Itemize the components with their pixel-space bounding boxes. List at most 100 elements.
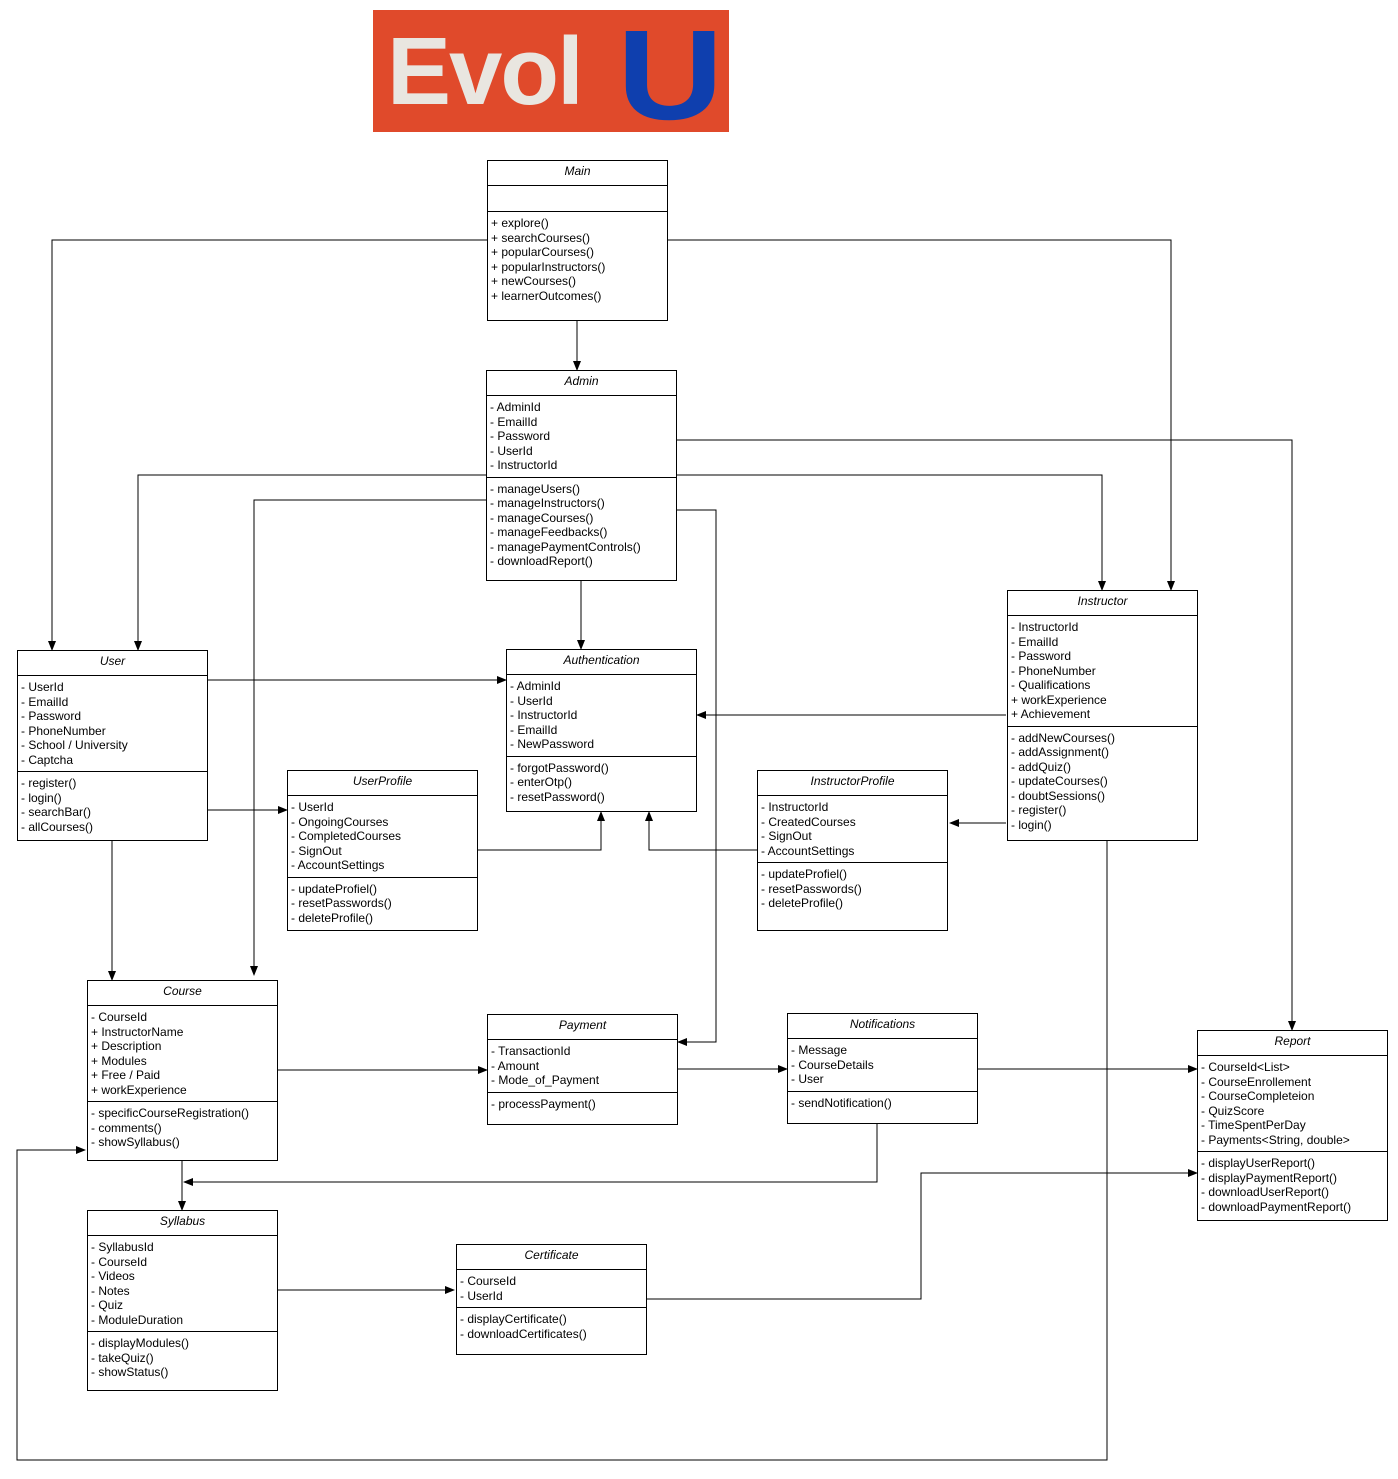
method: - deleteProfile() (761, 896, 844, 910)
method: - downloadPaymentReport() (1201, 1199, 1352, 1214)
attributes-section (488, 185, 667, 211)
class-instructor[interactable]: Instructor - InstructorId - EmailId - Pa… (1007, 590, 1198, 841)
method: - allCourses() (21, 819, 94, 834)
attributes-section: - Message - CourseDetails - User (788, 1038, 977, 1091)
method: - updateCourses() (1011, 774, 1108, 788)
attribute: - UserId (510, 693, 553, 708)
class-report[interactable]: Report - CourseId<List> - CourseEnrollem… (1197, 1030, 1388, 1221)
method: - processPayment() (491, 1096, 596, 1111)
methods-section: - addNewCourses() - addAssignment() - ad… (1008, 725, 1197, 837)
class-name: Course (163, 984, 202, 998)
attribute: - UserId (21, 680, 64, 694)
class-user[interactable]: User - UserId - EmailId - Password - Pho… (17, 650, 208, 841)
logo-text-evol: Evol (387, 18, 584, 125)
class-main[interactable]: Main + explore() + searchCourses() + pop… (487, 160, 668, 321)
class-name: Certificate (524, 1248, 579, 1262)
attribute: - AccountSettings (761, 843, 855, 858)
attribute: - InstructorId (761, 800, 829, 814)
class-name: Payment (558, 1018, 607, 1032)
attribute: - School / University (21, 738, 128, 752)
attribute: - CourseId (91, 1010, 148, 1024)
class-syllabus[interactable]: Syllabus - SyllabusId - CourseId - Video… (87, 1210, 278, 1391)
attribute: - EmailId (1011, 634, 1059, 649)
method: - addQuiz() (1011, 759, 1072, 774)
method: - manageFeedbacks() (490, 525, 608, 539)
attribute: - User (791, 1072, 824, 1086)
class-name: Syllabus (159, 1214, 206, 1228)
attribute: + InstructorName (91, 1024, 184, 1039)
attributes-section: - AdminId - EmailId - Password - UserId … (487, 395, 676, 477)
method: - comments() (91, 1120, 162, 1135)
attribute: - CourseId (91, 1254, 148, 1269)
attribute: - EmailId (510, 722, 558, 737)
method: - enterOtp() (510, 775, 573, 789)
attribute: - AdminId (510, 679, 561, 693)
attribute: - CompletedCourses (291, 829, 402, 843)
attribute: + Description (91, 1039, 162, 1053)
class-admin[interactable]: Admin - AdminId - EmailId - Password - U… (486, 370, 677, 581)
methods-section: - specificCourseRegistration() - comment… (88, 1101, 277, 1154)
method: - displayModules() (91, 1336, 190, 1350)
class-instructorprofile[interactable]: InstructorProfile - InstructorId - Creat… (757, 770, 948, 931)
method: - manageCourses() (490, 510, 594, 525)
attribute: - EmailId (490, 414, 538, 429)
attribute: - Videos (91, 1269, 135, 1283)
attribute: - Quiz (91, 1298, 124, 1312)
method: + learnerOutcomes() (491, 288, 602, 303)
method: - displayUserReport() (1201, 1156, 1316, 1170)
attributes-section: - InstructorId - EmailId - Password - Ph… (1008, 615, 1197, 726)
method: - manageUsers() (490, 481, 581, 496)
class-course[interactable]: Course - CourseId + InstructorName + Des… (87, 980, 278, 1161)
attribute: - AdminId (490, 400, 541, 414)
method: + searchCourses() (491, 230, 591, 245)
methods-section: - displayModules() - takeQuiz() - showSt… (88, 1331, 277, 1384)
attribute: - TransactionId (491, 1044, 571, 1058)
method: - deleteProfile() (291, 910, 374, 925)
attribute: - SignOut (291, 843, 342, 858)
attribute: - SignOut (761, 829, 812, 843)
method: - addNewCourses() (1011, 730, 1116, 745)
class-authentication[interactable]: Authentication - AdminId - UserId - Inst… (506, 649, 697, 812)
class-notifications[interactable]: Notifications - Message - CourseDetails … (787, 1013, 978, 1124)
attribute: - ModuleDuration (91, 1312, 184, 1327)
logo-text-u: U (617, 4, 724, 147)
attribute: - Qualifications (1011, 678, 1091, 692)
methods-section: - sendNotification() (788, 1090, 977, 1115)
methods-section: - forgotPassword() - enterOtp() - resetP… (507, 755, 696, 809)
attribute: - PhoneNumber (21, 723, 106, 738)
attribute: - Captcha (21, 752, 74, 767)
attribute: - UserId (460, 1288, 503, 1303)
method: - doubtSessions() (1011, 788, 1106, 803)
class-certificate[interactable]: Certificate - CourseId - UserId - displa… (456, 1244, 647, 1355)
attributes-section: - UserId - EmailId - Password - PhoneNum… (18, 675, 207, 771)
methods-section: - updateProfiel() - resetPasswords() - d… (288, 876, 477, 930)
method: + explore() (491, 216, 549, 230)
attribute: - NewPassword (510, 737, 595, 751)
methods-section: - updateProfiel() - resetPasswords() - d… (758, 862, 947, 915)
attributes-section: - SyllabusId - CourseId - Videos - Notes… (88, 1235, 277, 1331)
edge-notifications-course (183, 1124, 878, 1186)
attribute: - PhoneNumber (1011, 663, 1096, 678)
class-userprofile[interactable]: UserProfile - UserId - OngoingCourses - … (287, 770, 478, 931)
method: + popularInstructors() (491, 259, 606, 274)
methods-section: - manageUsers() - manageInstructors() - … (487, 476, 676, 573)
attribute: + Free / Paid (91, 1068, 161, 1082)
attribute: + workExperience (1011, 692, 1107, 707)
class-name: Main (564, 164, 591, 178)
method: - resetPassword() (510, 789, 605, 804)
attributes-section: - CourseId<List> - CourseEnrollement - C… (1198, 1055, 1387, 1151)
method: - displayCertificate() (460, 1312, 567, 1326)
attribute: - UserId (490, 443, 533, 458)
class-payment[interactable]: Payment - TransactionId - Amount - Mode_… (487, 1014, 678, 1125)
attribute: - Amount (491, 1058, 540, 1073)
class-name: Instructor (1077, 594, 1128, 608)
method: - managePaymentControls() (490, 539, 641, 554)
edge-main-instructor (668, 239, 1175, 591)
class-name: Admin (564, 374, 599, 388)
class-name: Report (1274, 1034, 1311, 1048)
evolu-logo: Evol U (373, 10, 729, 140)
edge-admin-course (250, 499, 486, 976)
attributes-section: - AdminId - UserId - InstructorId - Emai… (507, 674, 696, 756)
attribute: - CreatedCourses (761, 814, 856, 829)
